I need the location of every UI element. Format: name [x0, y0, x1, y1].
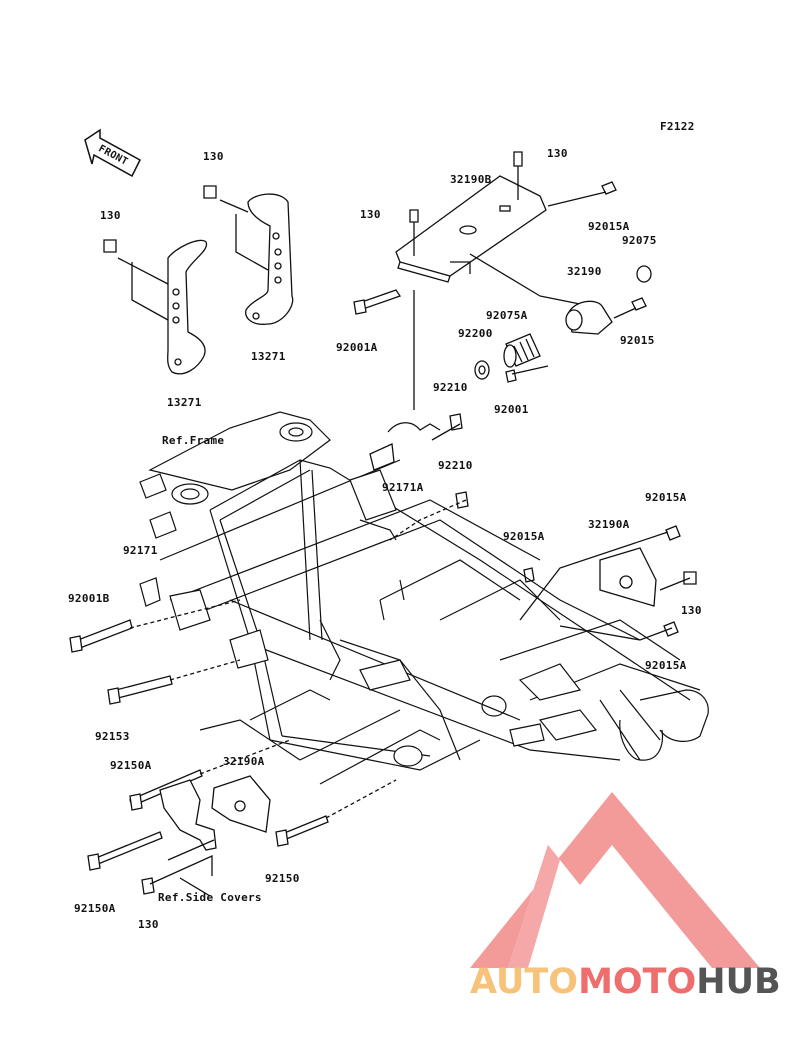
part-label-130[interactable]: 130	[547, 147, 568, 160]
part-label-130[interactable]: 130	[681, 604, 702, 617]
part-label-92150a[interactable]: 92150A	[110, 759, 152, 772]
figure-id-label: F2122	[660, 120, 695, 133]
watermark-hub: HUB	[696, 962, 781, 1002]
part-label-92150a[interactable]: 92150A	[74, 902, 116, 915]
part-label-92015a[interactable]: 92015A	[588, 220, 630, 233]
part-label-92001[interactable]: 92001	[494, 403, 529, 416]
part-label-92015a[interactable]: 92015A	[645, 491, 687, 504]
part-label-32190b[interactable]: 32190B	[450, 173, 492, 186]
part-label-92150[interactable]: 92150	[265, 872, 300, 885]
part-label-92153[interactable]: 92153	[95, 730, 130, 743]
part-label-92015a[interactable]: 92015A	[503, 530, 545, 543]
part-label-130[interactable]: 130	[138, 918, 159, 931]
part-label-13271[interactable]: 13271	[251, 350, 286, 363]
ref-side-covers-label: Ref.Side Covers	[158, 891, 262, 904]
part-label-92171[interactable]: 92171	[123, 544, 158, 557]
front-arrow-icon	[84, 128, 141, 178]
part-label-92001b[interactable]: 92001B	[68, 592, 110, 605]
part-label-92200[interactable]: 92200	[458, 327, 493, 340]
watermark-auto: AUTO	[470, 962, 579, 1002]
part-label-92210[interactable]: 92210	[433, 381, 468, 394]
part-label-32190[interactable]: 32190	[567, 265, 602, 278]
part-label-92210[interactable]: 92210	[438, 459, 473, 472]
watermark-brand-text: AUTOMOTOHUB	[470, 962, 781, 1002]
part-label-130[interactable]: 130	[100, 209, 121, 222]
part-label-92015[interactable]: 92015	[620, 334, 655, 347]
part-label-130[interactable]: 130	[360, 208, 381, 221]
diagram-linework	[69, 151, 709, 897]
part-label-32190a[interactable]: 32190A	[223, 755, 265, 768]
part-label-32190a[interactable]: 32190A	[588, 518, 630, 531]
part-label-92171a[interactable]: 92171A	[382, 481, 424, 494]
part-label-92015a[interactable]: 92015A	[645, 659, 687, 672]
part-label-92075[interactable]: 92075	[622, 234, 657, 247]
part-label-92075a[interactable]: 92075A	[486, 309, 528, 322]
part-label-92001a[interactable]: 92001A	[336, 341, 378, 354]
watermark-logo-icon	[470, 792, 760, 968]
watermark-moto: MOTO	[578, 962, 697, 1002]
part-label-13271[interactable]: 13271	[167, 396, 202, 409]
part-label-130[interactable]: 130	[203, 150, 224, 163]
ref-frame-label: Ref.Frame	[162, 434, 225, 447]
